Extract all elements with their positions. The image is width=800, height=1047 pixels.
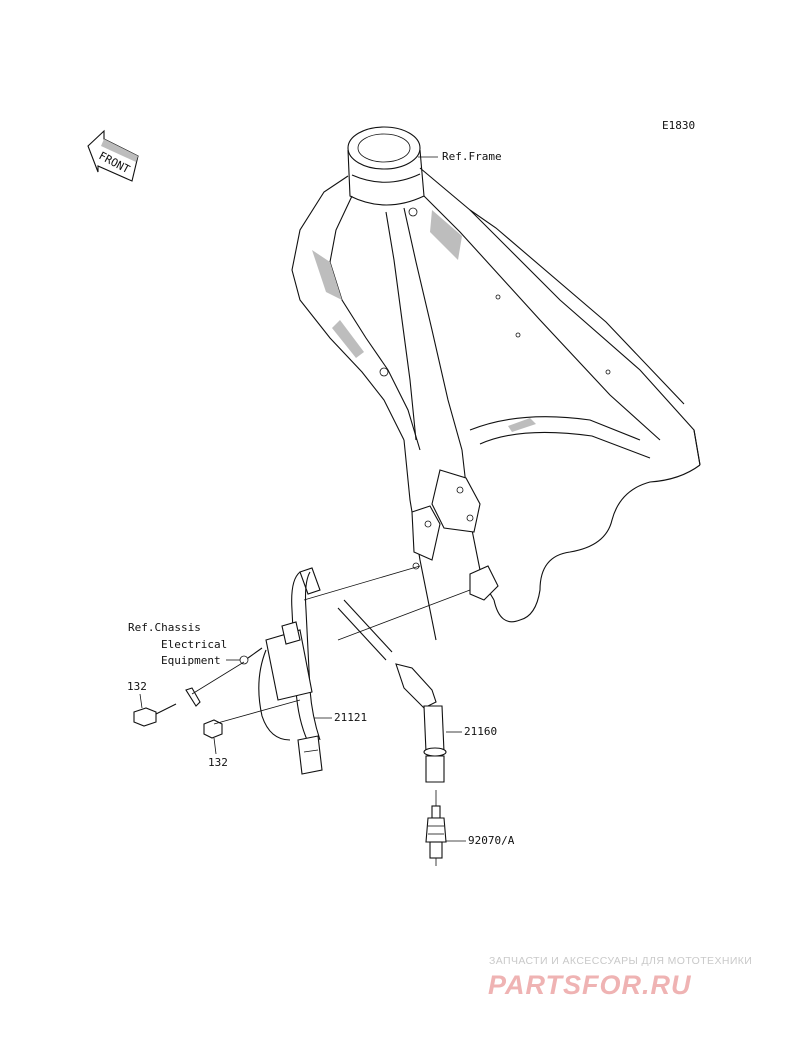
bolt-132-upper <box>133 703 177 727</box>
bolt-132-lower <box>203 719 223 739</box>
frame-drawing <box>291 126 701 641</box>
label-bolt-132-lower: 132 <box>208 756 228 769</box>
watermark-logo: PARTSFOR.RU <box>488 970 692 1000</box>
label-ref-frame: Ref.Frame <box>442 150 502 163</box>
label-ref-chassis-line1: Ref.Chassis <box>128 621 201 634</box>
label-coil-21121: 21121 <box>334 711 367 724</box>
diagram-code: E1830 <box>662 119 695 132</box>
label-bolt-132-upper: 132 <box>127 680 147 693</box>
watermark-tagline: ЗАПЧАСТИ И АКСЕССУАРЫ ДЛЯ МОТОТЕХНИКИ <box>489 955 752 967</box>
spark-plug-cap-drawing <box>337 599 447 783</box>
label-plug-92070a: 92070/A <box>468 834 515 847</box>
label-ref-chassis-line2: Electrical <box>161 638 227 651</box>
assembly-lines <box>191 565 471 806</box>
spark-plug-drawing <box>425 805 447 866</box>
label-cap-21160: 21160 <box>464 725 497 738</box>
front-arrow-icon: FRONT <box>87 129 139 182</box>
ignition-coil-drawing <box>185 567 323 775</box>
label-ref-chassis-line3: Equipment <box>161 654 221 667</box>
